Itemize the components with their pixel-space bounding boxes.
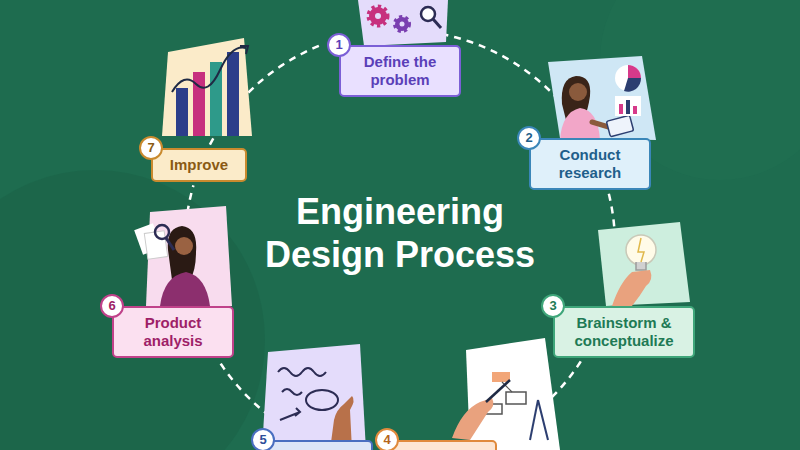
scribble-illustration	[262, 344, 366, 450]
step-box: 1Define the problem	[339, 45, 461, 97]
step-label: Define the problem	[353, 53, 447, 89]
step-number: 6	[100, 294, 124, 318]
background-blob	[0, 170, 265, 450]
step-box: 7Improve	[151, 148, 247, 182]
analysis-illustration	[134, 206, 232, 306]
chart-illustration	[162, 38, 252, 136]
step-box: 4	[387, 440, 497, 450]
step-number: 2	[517, 126, 541, 150]
step-number: 3	[541, 294, 565, 318]
step-box: 3Brainstorm & conceptualize	[553, 306, 695, 358]
step-number: 1	[327, 33, 351, 57]
step-label: Conduct research	[543, 146, 637, 182]
diagram-title: Engineering Design Process	[245, 190, 555, 276]
gears-illustration	[358, 0, 448, 46]
step-label: Brainstorm & conceptualize	[567, 314, 681, 350]
step-box: 6Product analysis	[112, 306, 234, 358]
sketch-illustration	[452, 338, 560, 450]
research-illustration	[548, 56, 656, 140]
step-box: 2Conduct research	[529, 138, 651, 190]
step-number: 4	[375, 428, 399, 450]
step-label: Product analysis	[126, 314, 220, 350]
step-box: 5	[263, 440, 373, 450]
step-number: 7	[139, 136, 163, 160]
lightbulb-illustration	[598, 222, 690, 306]
step-number: 5	[251, 428, 275, 450]
step-label: Improve	[165, 156, 233, 174]
